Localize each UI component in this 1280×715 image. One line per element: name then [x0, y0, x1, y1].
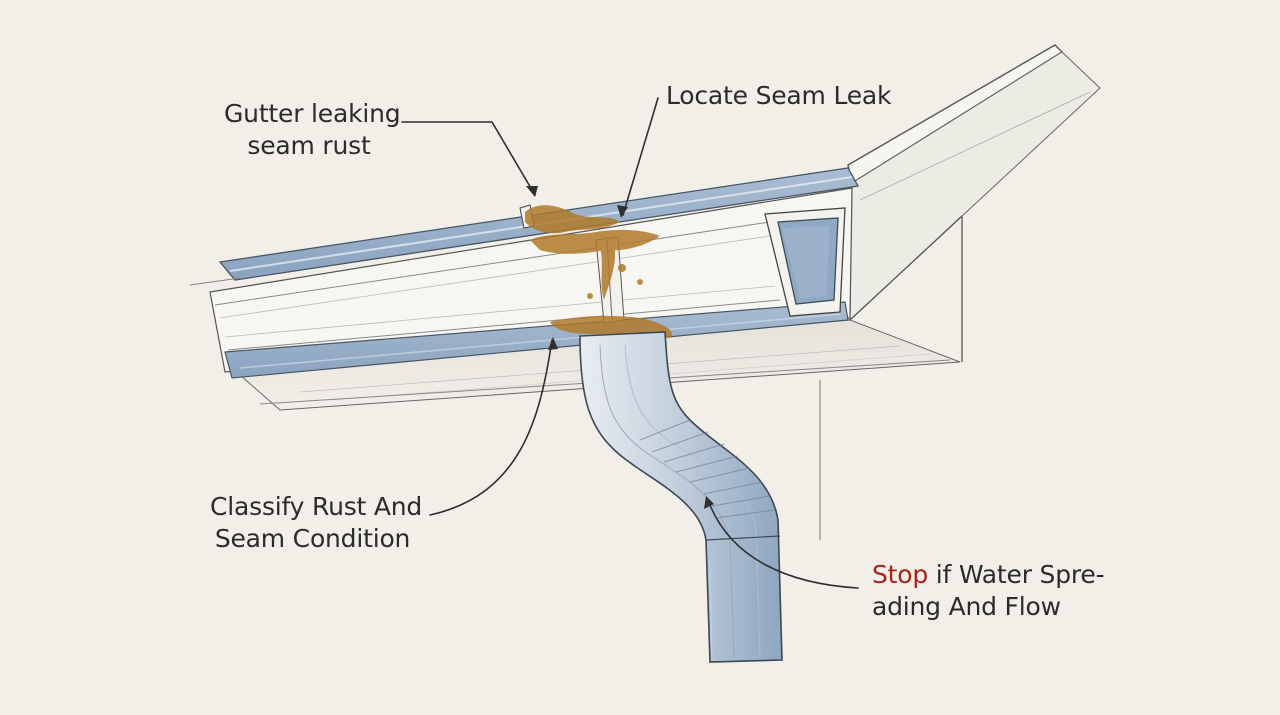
callout-stop-water-line2: ading And Flow: [872, 592, 1061, 621]
leader-locate-seam: [622, 97, 659, 216]
stop-warning-word: Stop: [872, 560, 929, 589]
callout-classify-rust-line2: Seam Condition: [214, 524, 411, 553]
roof-edge: [819, 44, 1101, 540]
downspout: [579, 331, 783, 663]
leader-lines: [401, 97, 859, 589]
callout-gutter-leaking-line1: Gutter leaking: [224, 99, 401, 128]
gutter-end-cap: [764, 207, 846, 317]
leader-stop-water: [707, 499, 859, 589]
leader-classify-rust: [429, 339, 553, 516]
callout-locate-seam-leak: Locate Seam Leak: [666, 80, 892, 112]
arrowheads: [526, 186, 714, 509]
callout-gutter-leaking: Gutter leaking seam rust: [224, 98, 401, 162]
callout-gutter-leaking-line2: seam rust: [247, 131, 371, 160]
leader-gutter-leaking: [401, 121, 536, 196]
callout-locate-seam-leak-line1: Locate Seam Leak: [666, 81, 892, 110]
callout-stop-water-line1-rest: if Water Spre-: [928, 560, 1105, 589]
callout-stop-water-line1: Stop if Water Spre-: [872, 559, 1105, 591]
callout-stop-water: Stop if Water Spre- ading And Flow: [872, 559, 1105, 623]
callout-classify-rust: Classify Rust And Seam Condition: [210, 491, 423, 555]
callout-classify-rust-line1: Classify Rust And: [210, 492, 423, 521]
